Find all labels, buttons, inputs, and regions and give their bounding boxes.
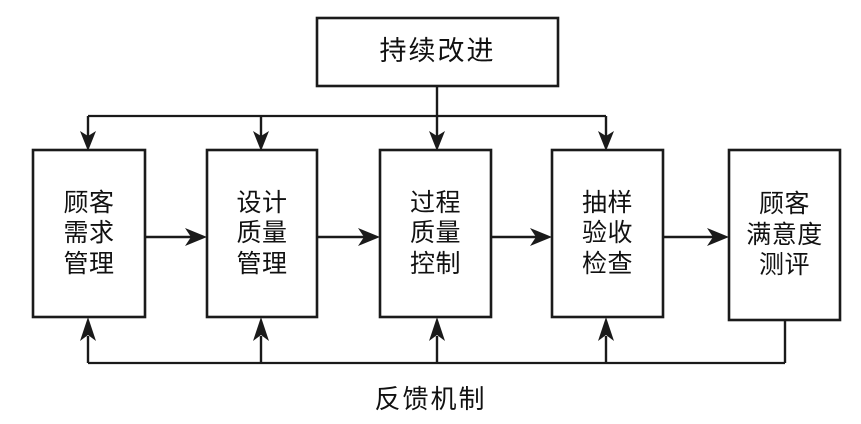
node-design-quality-management-box[interactable] [205,148,319,319]
arrowhead-feedback-to-stage-4 [598,317,614,341]
node-continuous-improvement-box[interactable] [315,16,560,88]
arrowhead-feedback-to-stage-1 [80,317,96,341]
arrowhead-stage-4-to-stage-5 [707,228,729,246]
arrowhead-improvement-to-stage-3 [429,131,445,151]
node-process-quality-control-box[interactable] [378,148,493,319]
arrowhead-stage-2-to-stage-3 [358,228,380,246]
arrowhead-feedback-to-stage-2 [253,317,269,341]
arrowhead-feedback-to-stage-3 [429,317,445,341]
arrowhead-improvement-to-stage-1 [80,131,96,151]
arrowhead-improvement-to-stage-2 [253,131,269,151]
arrowhead-stage-1-to-stage-2 [185,228,207,246]
node-sampling-acceptance-inspection-box[interactable] [550,148,665,319]
arrowhead-stage-3-to-stage-4 [530,228,552,246]
node-customer-requirement-management-box[interactable] [31,148,147,319]
arrowhead-improvement-to-stage-4 [598,131,614,151]
node-customer-satisfaction-evaluation-box[interactable] [727,148,842,322]
